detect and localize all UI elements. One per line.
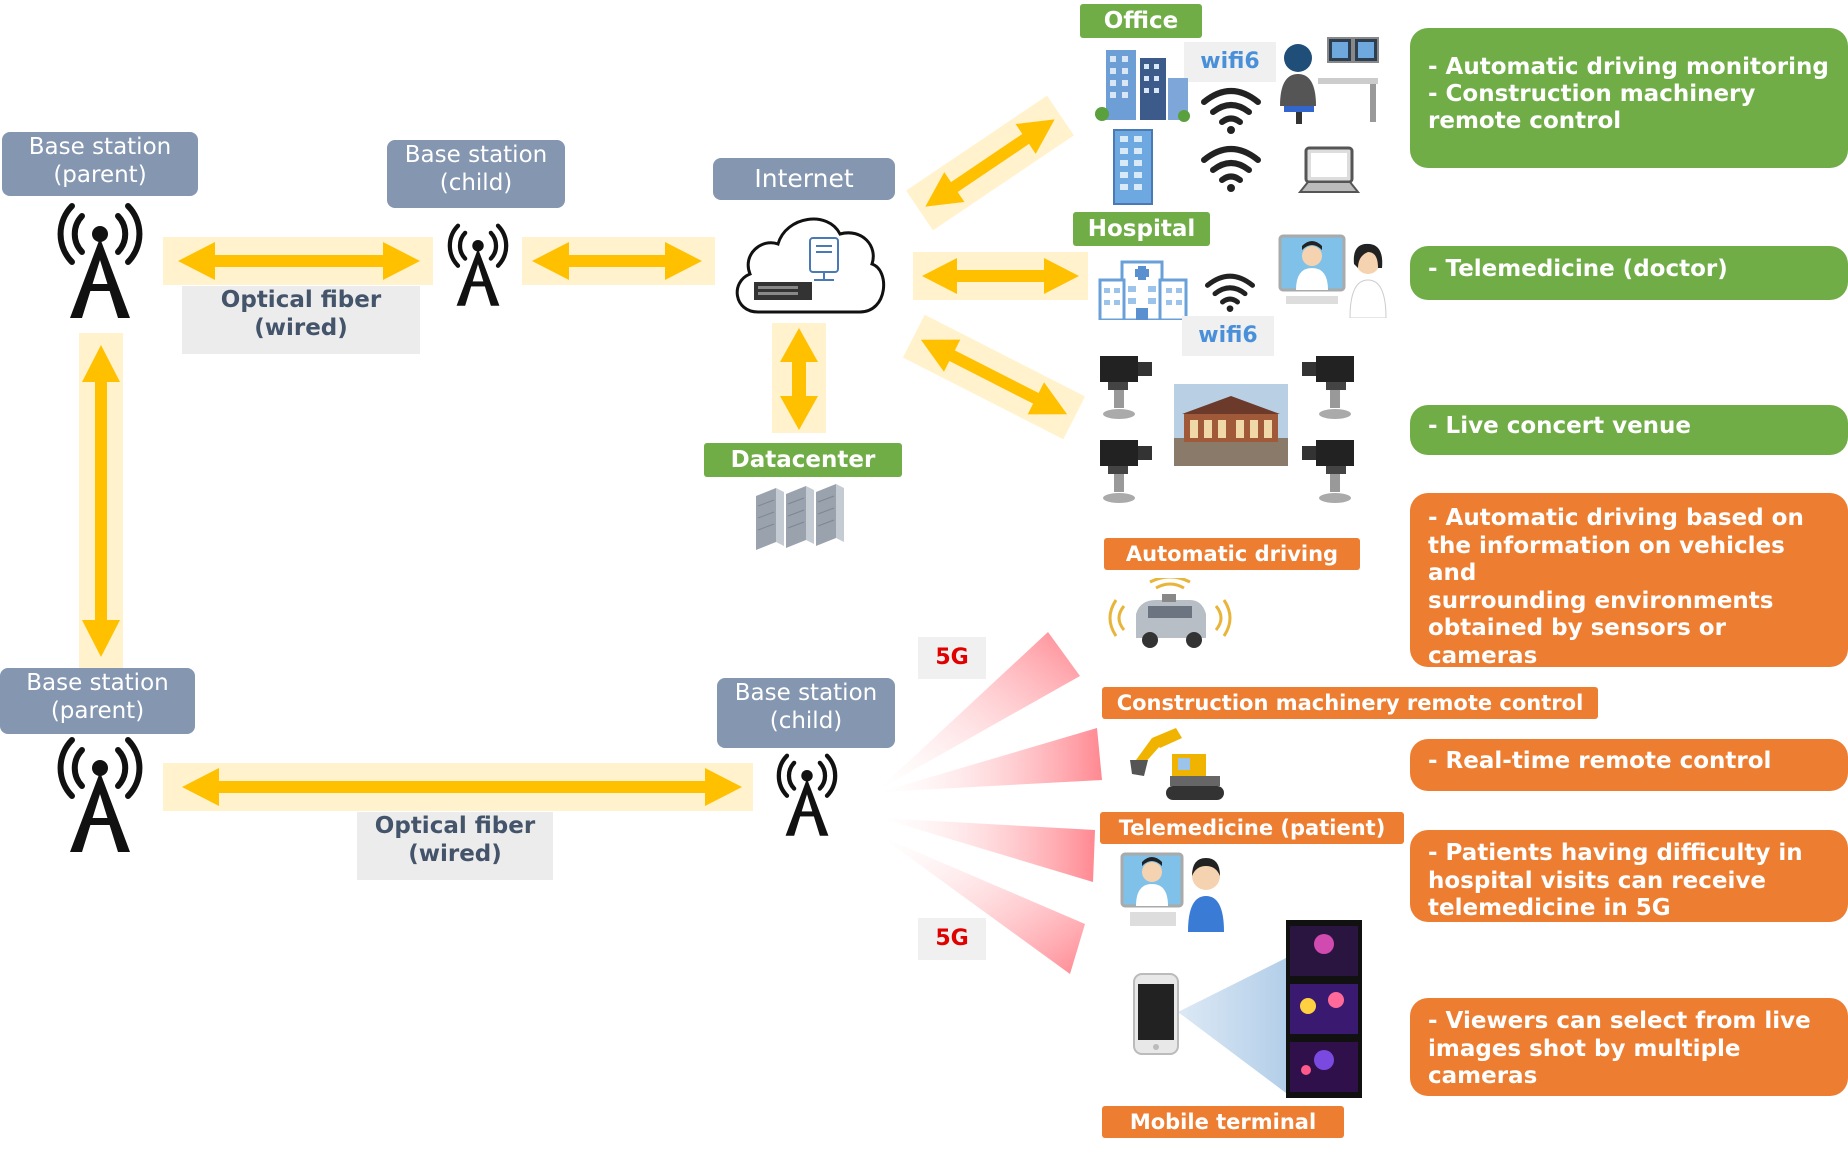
camera-2-icon (1302, 356, 1354, 419)
datacenter-racks-icon (756, 484, 844, 550)
hospital-building-icon (1098, 260, 1188, 320)
arrow-concert (920, 339, 1068, 415)
tower-parent-bottom-icon (57, 737, 143, 852)
automatic-driving-label: Automatic driving (1104, 538, 1360, 570)
5g-beam-driving (878, 632, 1080, 790)
office-label: Office (1080, 4, 1202, 38)
tower-child-bottom-icon (776, 753, 838, 836)
tower-parent-top-icon (57, 203, 143, 318)
wifi-hospital-icon (1205, 273, 1255, 312)
5g-beam-construction (880, 728, 1102, 792)
base-station-child-top-label: Base station(child) (387, 140, 565, 208)
office-description-box: - Automatic driving monitoring - Constru… (1410, 28, 1848, 168)
laptop-icon (1297, 146, 1361, 193)
wifi6-hospital-label: wifi6 (1182, 316, 1274, 356)
hospital-label: Hospital (1073, 212, 1210, 246)
doctor-video-call-icon (1278, 234, 1387, 318)
autonomous-car-icon (1108, 578, 1232, 648)
arrow-fiber-bottom (182, 768, 742, 806)
base-station-parent-bottom-label: Base station(parent) (0, 668, 195, 734)
arrow-datacenter (780, 328, 818, 430)
camera-1-icon (1100, 356, 1152, 419)
wifi-office-icon (1201, 88, 1261, 134)
arrow-hospital (922, 258, 1079, 294)
cloud-server-icon (735, 217, 886, 314)
patient-video-call-icon (1120, 852, 1224, 932)
automatic-driving-description-box: - Automatic driving based on the informa… (1410, 493, 1848, 751)
office-buildings-icon (1095, 50, 1190, 122)
wifi-office-laptop-icon (1201, 146, 1261, 192)
base-station-parent-top-label: Base station(parent) (2, 132, 198, 196)
mobile-terminal-label: Mobile terminal (1102, 1106, 1344, 1138)
5g-label-bottom: 5G (918, 918, 986, 960)
telemedicine-patient-label: Telemedicine (patient) (1100, 812, 1404, 844)
5g-label-top: 5G (918, 637, 986, 679)
mobile-view-beam (1178, 956, 1290, 1096)
office-tower-icon (1113, 129, 1153, 205)
optical-fiber-top-label: Optical fiber(wired) (182, 286, 420, 354)
mobile-terminal-description-box: - Viewers can select from live images sh… (1410, 998, 1848, 1096)
internet-label: Internet (713, 158, 895, 200)
arrow-child-internet (532, 242, 702, 280)
hospital-description-box: - Telemedicine (doctor) (1410, 246, 1848, 300)
arrow-office (925, 119, 1055, 207)
live-camera-feeds-photo (1286, 920, 1362, 1098)
arrow-vertical (82, 345, 120, 657)
5g-beam-mobile (880, 836, 1085, 974)
arrow-fiber-top (178, 242, 420, 280)
wifi6-office-label: wifi6 (1184, 42, 1276, 82)
operator-monitor-icon (1280, 37, 1379, 124)
tower-child-top-icon (447, 223, 509, 306)
construction-description-box: - Real-time remote control (1410, 739, 1848, 791)
telemedicine-patient-description-box: - Patients having difficulty in hospital… (1410, 830, 1848, 949)
construction-machinery-label: Construction machinery remote control (1102, 687, 1598, 719)
concert-description-box: - Live concert venue (1410, 405, 1848, 455)
optical-fiber-bottom-label: Optical fiber(wired) (357, 812, 553, 880)
5g-beam-telemedicine (880, 818, 1095, 882)
camera-3-icon (1100, 440, 1152, 503)
concert-venue-photo (1174, 384, 1288, 466)
datacenter-label: Datacenter (704, 443, 902, 477)
excavator-icon (1130, 728, 1224, 800)
camera-4-icon (1302, 440, 1354, 503)
smartphone-icon (1133, 973, 1179, 1055)
base-station-child-bottom-label: Base station(child) (717, 678, 895, 748)
